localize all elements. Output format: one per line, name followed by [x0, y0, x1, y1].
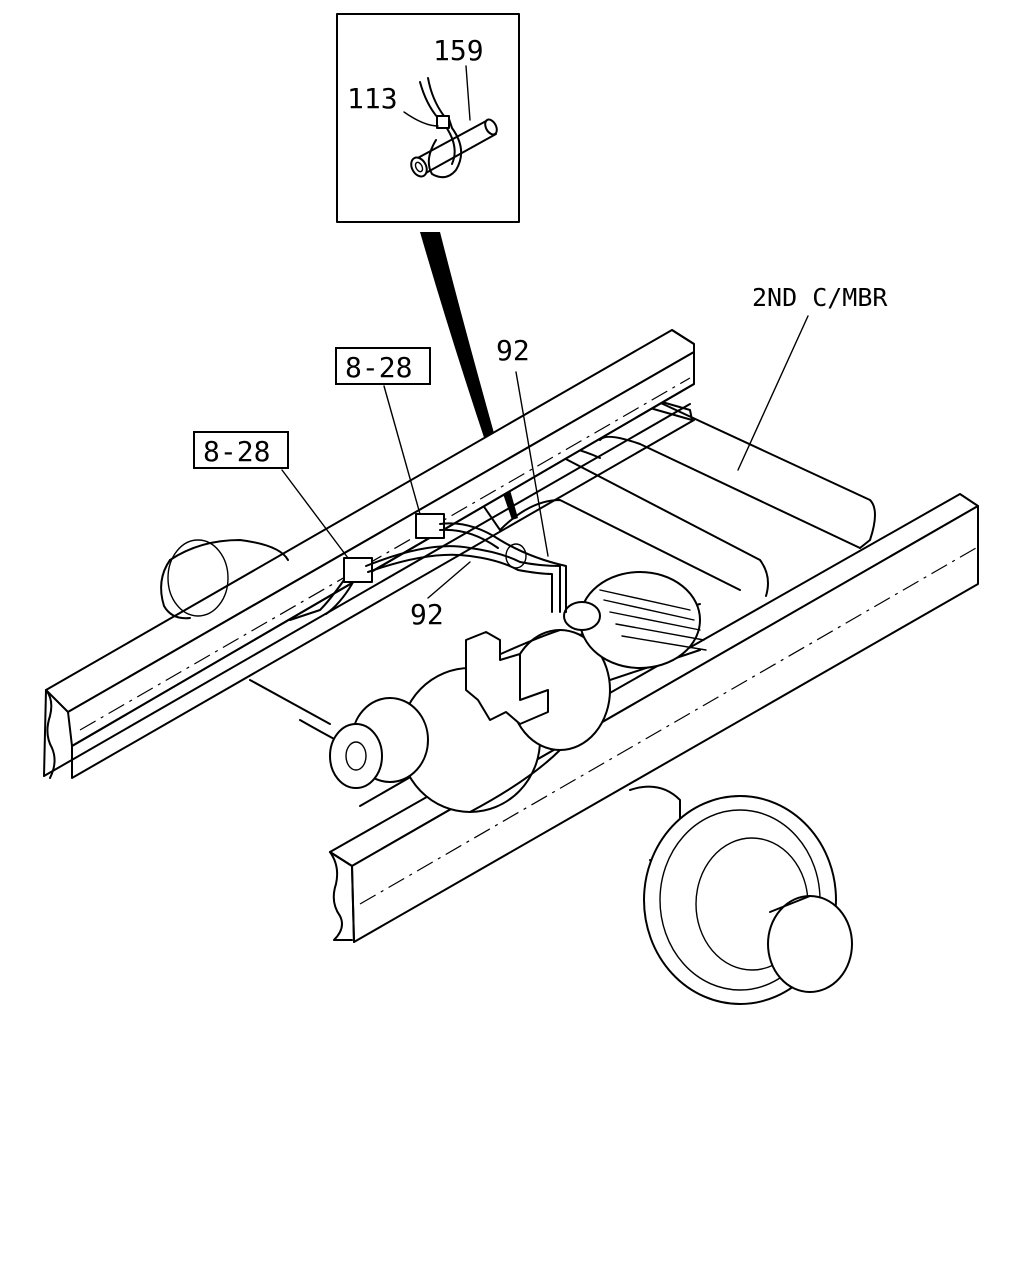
lower-valve [343, 557, 373, 583]
rear-axle-assembly [160, 539, 853, 1005]
leader-ref-lower [281, 469, 349, 559]
leader-92-lower [427, 561, 471, 599]
ref-box-lower-frame [193, 431, 289, 469]
ref-box-lower: 8-28 [193, 431, 349, 559]
callout-2nd-cmbr: 2ND C/MBR [737, 283, 888, 471]
callout-113: 113 [347, 82, 398, 115]
valves-and-hoses [289, 513, 567, 621]
callout-159: 159 [433, 34, 484, 67]
callout-92-lower: 92 [410, 561, 471, 631]
leader-92-upper [515, 371, 549, 557]
label-2nd-cross-member: 2ND C/MBR [752, 283, 888, 312]
inset-detail: 159 113 [336, 13, 520, 223]
ref-box-upper-text: 8-28 [345, 351, 412, 384]
inset-frame [336, 13, 520, 223]
ref-box-upper: 8-28 [335, 347, 431, 515]
label-92-upper: 92 [496, 334, 530, 367]
left-side-rail [43, 329, 695, 779]
hose-clip-illustration [410, 77, 498, 179]
leader-159 [465, 65, 471, 121]
leader-2nd-cross-member [737, 315, 809, 471]
label-92-lower: 92 [410, 598, 444, 631]
ref-box-upper-frame [335, 347, 431, 385]
ref-box-lower-text: 8-28 [203, 435, 270, 468]
callout-92-upper: 92 [496, 334, 549, 557]
leader-ref-upper [383, 385, 421, 515]
upper-valve [415, 513, 445, 539]
leader-113 [403, 111, 439, 127]
